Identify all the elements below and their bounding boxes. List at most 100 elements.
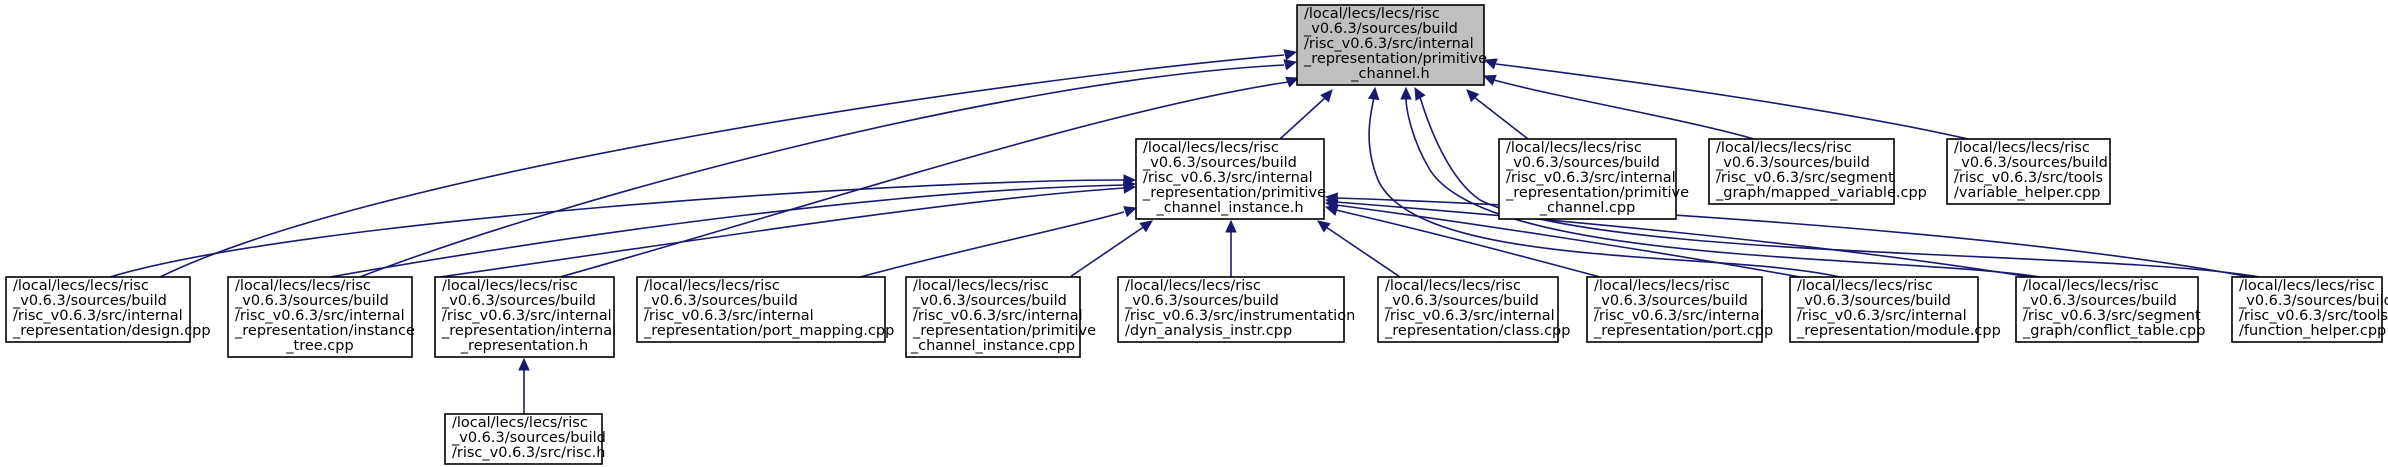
- edge-line: [1335, 209, 1601, 278]
- edge-inst_tree-to-pci_h: [329, 179, 1137, 278]
- edge-conflict-to-pci_h: [1324, 196, 2031, 278]
- node-mapped_var[interactable]: /local/lecs/lecs/risc_v0.6.3/sources/bui…: [1708, 138, 1927, 205]
- node-pci_cpp[interactable]: /local/lecs/lecs/risc_v0.6.3/sources/bui…: [905, 276, 1096, 358]
- node-label-line: /risc_v0.6.3/src/internal: [1506, 170, 1676, 186]
- node-port[interactable]: /local/lecs/lecs/risc_v0.6.3/sources/bui…: [1586, 276, 1773, 343]
- edge-func_helper-to-pci_h: [1324, 192, 2251, 278]
- arrowhead-icon: [1225, 219, 1237, 233]
- edge-design-to-root: [159, 49, 1298, 278]
- node-label-line: _v0.6.3/sources/build: [1303, 21, 1458, 37]
- node-label-line: /local/lecs/lecs/risc: [1594, 278, 1730, 294]
- node-label-line: _v0.6.3/sources/build: [234, 293, 389, 309]
- arrowhead-icon: [1139, 220, 1153, 233]
- edge-port_map-to-pci_h: [859, 206, 1138, 278]
- edge-inst_tree-to-root: [359, 59, 1298, 278]
- node-risc_h[interactable]: /local/lecs/lecs/risc_v0.6.3/sources/bui…: [444, 413, 606, 465]
- node-label-line: /risc_v0.6.3/src/internal: [1594, 308, 1764, 324]
- node-label-line: /risc_v0.6.3/src/internal: [913, 308, 1083, 324]
- node-label-line: _v0.6.3/sources/build: [12, 293, 167, 309]
- node-port_map[interactable]: /local/lecs/lecs/risc_v0.6.3/sources/bui…: [636, 276, 894, 343]
- node-label-line: _representation/primitive: [1303, 51, 1487, 67]
- edge-line: [1279, 96, 1327, 140]
- node-label-line: _representation/port.cpp: [1593, 323, 1773, 339]
- edge-line: [1419, 96, 2261, 278]
- node-label-line: /risc_v0.6.3/src/segment: [2023, 308, 2201, 324]
- node-box: [227, 276, 413, 358]
- node-label-line: /local/lecs/lecs/risc: [1506, 140, 1642, 156]
- node-pci_h[interactable]: /local/lecs/lecs/risc_v0.6.3/sources/bui…: [1135, 138, 1326, 220]
- edge-func_helper-to-root: [1414, 86, 2261, 278]
- node-label-line: /variable_helper.cpp: [1954, 185, 2101, 201]
- node-label-line: _representation/port_mapping.cpp: [643, 323, 894, 339]
- edge-line: [1368, 96, 1841, 278]
- node-label-line: _channel_instance.cpp: [910, 338, 1075, 354]
- node-label-line: /risc_v0.6.3/src/tools: [1954, 170, 2103, 186]
- edge-line: [1405, 96, 2041, 278]
- node-func_helper[interactable]: /local/lecs/lecs/risc_v0.6.3/sources/bui…: [2231, 276, 2388, 343]
- node-label-line: _representation/primitive: [1142, 185, 1326, 201]
- node-box: [2015, 276, 2199, 343]
- node-design[interactable]: /local/lecs/lecs/risc_v0.6.3/sources/bui…: [5, 276, 211, 343]
- node-box: [1296, 4, 1485, 86]
- edge-design-to-pci_h: [109, 174, 1137, 278]
- edge-line: [439, 187, 1125, 278]
- node-label-line: /local/lecs/lecs/risc: [442, 278, 578, 294]
- arrowhead-icon: [1400, 86, 1412, 100]
- arrowhead-icon: [518, 357, 530, 371]
- node-conflict[interactable]: /local/lecs/lecs/risc_v0.6.3/sources/bui…: [2015, 276, 2205, 343]
- arrowhead-icon: [1414, 86, 1426, 101]
- node-label-line: _channel_instance.h: [1155, 200, 1303, 216]
- node-box: [1135, 138, 1325, 220]
- node-label-line: _v0.6.3/sources/build: [643, 293, 798, 309]
- node-label-line: /function_helper.cpp: [2239, 323, 2386, 339]
- node-label-line: /risc_v0.6.3/src/internal: [442, 308, 612, 324]
- edge-line: [1495, 63, 1969, 140]
- node-internal_h[interactable]: /local/lecs/lecs/risc_v0.6.3/sources/bui…: [434, 276, 616, 358]
- node-label-line: /local/lecs/lecs/risc: [2023, 278, 2159, 294]
- node-box: [1946, 138, 2111, 205]
- arrowhead-icon: [1466, 89, 1480, 103]
- node-label-line: _representation/module.cpp: [1796, 323, 2001, 339]
- node-label-line: _v0.6.3/sources/build: [1124, 293, 1279, 309]
- edge-line: [1335, 204, 1801, 278]
- node-label-line: _v0.6.3/sources/build: [1715, 155, 1870, 171]
- node-box: [5, 276, 191, 343]
- edge-pci_h-to-root: [1279, 89, 1333, 140]
- node-label-line: /local/lecs/lecs/risc: [913, 278, 1049, 294]
- edge-pci_cpp-to-pci_h: [1069, 220, 1153, 278]
- edges-layer: [109, 49, 2261, 414]
- edge-line: [359, 64, 1285, 278]
- edge-conflict-to-root: [1400, 86, 2041, 278]
- node-label-line: /risc_v0.6.3/src/risc.h: [452, 445, 605, 461]
- node-label-line: /risc_v0.6.3/src/internal: [1797, 308, 1967, 324]
- node-label-line: /local/lecs/lecs/risc: [1797, 278, 1933, 294]
- node-inst_tree[interactable]: /local/lecs/lecs/risc_v0.6.3/sources/bui…: [227, 276, 415, 358]
- edge-line: [329, 184, 1125, 278]
- edge-line: [1325, 226, 1401, 278]
- arrowhead-icon: [1283, 59, 1298, 71]
- node-class[interactable]: /local/lecs/lecs/risc_v0.6.3/sources/bui…: [1377, 276, 1570, 343]
- node-box: [1789, 276, 1979, 343]
- edge-class-to-pci_h: [1317, 220, 1401, 278]
- edge-line: [1335, 201, 2031, 278]
- node-label-line: _representation/class.cpp: [1384, 323, 1570, 339]
- node-label-line: _v0.6.3/sources/build: [1384, 293, 1539, 309]
- node-box: [2231, 276, 2383, 343]
- node-module[interactable]: /local/lecs/lecs/risc_v0.6.3/sources/bui…: [1789, 276, 2001, 343]
- arrowhead-icon: [1283, 49, 1298, 61]
- node-root[interactable]: /local/lecs/lecs/risc_v0.6.3/sources/bui…: [1296, 4, 1487, 86]
- node-var_helper[interactable]: /local/lecs/lecs/risc_v0.6.3/sources/bui…: [1946, 138, 2111, 205]
- node-label-line: /risc_v0.6.3/src/tools: [2239, 308, 2388, 324]
- node-label-line: _channel.h: [1350, 66, 1429, 82]
- node-pc_cpp[interactable]: /local/lecs/lecs/risc_v0.6.3/sources/bui…: [1498, 138, 1689, 220]
- node-label-line: _v0.6.3/sources/build: [1796, 293, 1951, 309]
- node-label-line: /risc_v0.6.3/src/instrumentation: [1125, 308, 1355, 324]
- node-dyn[interactable]: /local/lecs/lecs/risc_v0.6.3/sources/bui…: [1117, 276, 1355, 343]
- edge-line: [1493, 79, 1755, 140]
- node-label-line: /local/lecs/lecs/risc: [2239, 278, 2375, 294]
- node-label-line: _v0.6.3/sources/build: [1593, 293, 1748, 309]
- arrowhead-icon: [1482, 74, 1497, 86]
- edge-mapped_var-to-root: [1482, 74, 1755, 140]
- edge-line: [1473, 96, 1529, 140]
- node-label-line: /dyn_analysis_instr.cpp: [1125, 323, 1292, 339]
